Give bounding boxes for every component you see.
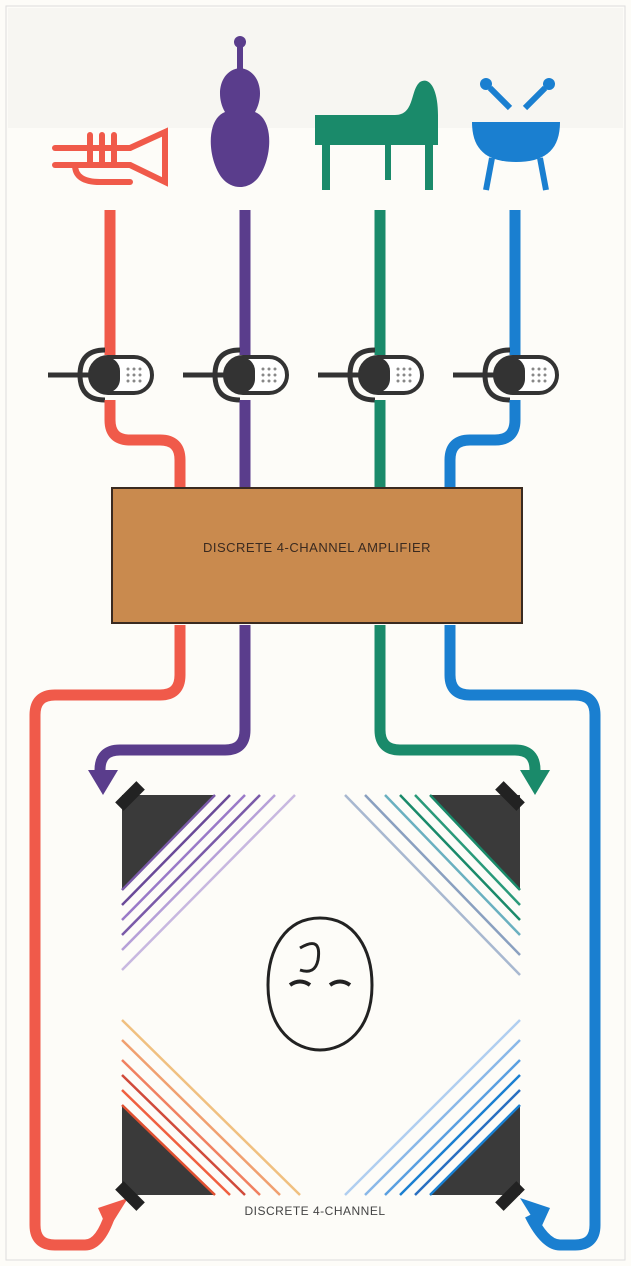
background-band	[8, 8, 623, 128]
drum-icon	[472, 78, 560, 191]
trumpet-icon	[52, 127, 168, 187]
speaker-icon	[344, 781, 525, 976]
speaker-icon	[115, 781, 296, 971]
arrowheads	[88, 770, 550, 1230]
amplifier-label: DISCRETE 4-CHANNEL AMPLIFIER	[202, 540, 432, 555]
footer-label: DISCRETE 4-CHANNEL	[244, 1204, 386, 1218]
piano-icon	[315, 80, 438, 190]
speaker-icon	[344, 1019, 525, 1211]
speaker-icon	[115, 1019, 301, 1211]
signal-lines-to-amp	[104, 400, 521, 490]
amplifier-box	[111, 487, 523, 624]
signal-lines-top	[104, 210, 521, 355]
violin-icon	[210, 36, 270, 187]
signal-lines-to-speakers	[29, 625, 601, 1251]
microphone-icon	[48, 347, 559, 403]
listener-head-icon	[266, 916, 374, 1052]
